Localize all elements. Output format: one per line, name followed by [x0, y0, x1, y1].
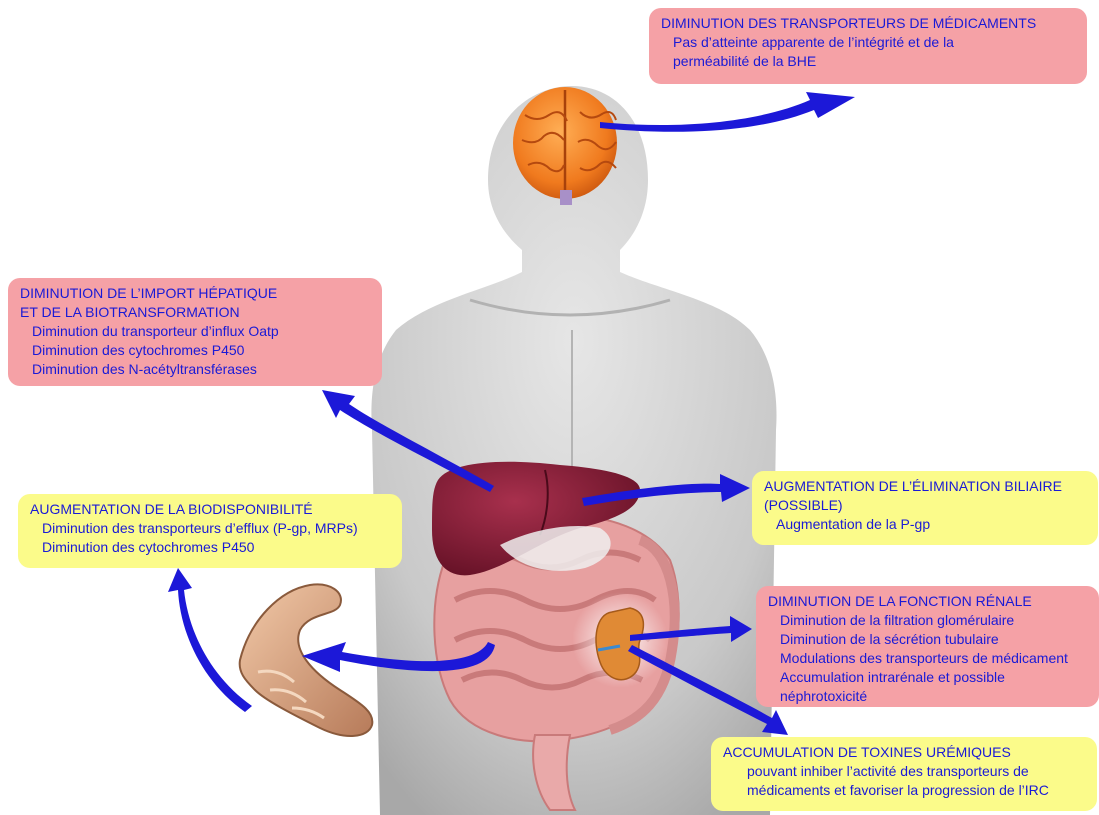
renal-line: Modulations des transporteurs de médicam…: [768, 649, 1089, 668]
hepatic-line: Diminution des cytochromes P450: [20, 341, 372, 360]
bhe-line: perméabilité de la BHE: [661, 52, 1077, 71]
hepatic-title-line: ET DE LA BIOTRANSFORMATION: [20, 303, 372, 322]
bioavailability-line: Diminution des transporteurs d’efflux (P…: [30, 519, 392, 538]
renal-title: DIMINUTION DE LA FONCTION RÉNALE: [768, 592, 1089, 611]
bhe-line: Pas d’atteinte apparente de l’intégrité …: [661, 33, 1077, 52]
renal-line: Accumulation intrarénale et possible: [768, 668, 1089, 687]
bhe-transporters-box: DIMINUTION DES TRANSPORTEURS DE MÉDICAME…: [649, 8, 1087, 84]
hepatic-title-line: DIMINUTION DE L’IMPORT HÉPATIQUE: [20, 284, 372, 303]
biliary-line: Augmentation de la P-gp: [764, 515, 1088, 534]
bioavailability-box: AUGMENTATION DE LA BIODISPONIBILITÉ Dimi…: [18, 494, 402, 568]
biliary-title-line: AUGMENTATION DE L’ÉLIMINATION BILIAIRE: [764, 477, 1088, 496]
toxins-title: ACCUMULATION DE TOXINES URÉMIQUES: [723, 743, 1087, 762]
arrow-brain-to-bhe: [600, 92, 855, 132]
hepatic-line: Diminution des N-acétyltransférases: [20, 360, 372, 379]
bioavailability-line: Diminution des cytochromes P450: [30, 538, 392, 557]
renal-line: néphrotoxicité: [768, 687, 1089, 706]
uremic-toxins-box: ACCUMULATION DE TOXINES URÉMIQUES pouvan…: [711, 737, 1097, 811]
biliary-elimination-box: AUGMENTATION DE L’ÉLIMINATION BILIAIRE (…: [752, 471, 1098, 545]
renal-line: Diminution de la filtration glomérulaire: [768, 611, 1089, 630]
biliary-title-line: (POSSIBLE): [764, 496, 1088, 515]
arrow-segment-to-bio: [168, 568, 252, 712]
bioavailability-title: AUGMENTATION DE LA BIODISPONIBILITÉ: [30, 500, 392, 519]
hepatic-line: Diminution du transporteur d’influx Oatp: [20, 322, 372, 341]
kidney-icon: [572, 592, 668, 688]
hepatic-import-box: DIMINUTION DE L’IMPORT HÉPATIQUE ET DE L…: [8, 278, 382, 386]
toxins-line: pouvant inhiber l’activité des transport…: [723, 762, 1087, 781]
renal-function-box: DIMINUTION DE LA FONCTION RÉNALE Diminut…: [756, 586, 1099, 707]
toxins-line: médicaments et favoriser la progression …: [723, 781, 1087, 800]
renal-line: Diminution de la sécrétion tubulaire: [768, 630, 1089, 649]
bhe-title: DIMINUTION DES TRANSPORTEURS DE MÉDICAME…: [661, 14, 1077, 33]
